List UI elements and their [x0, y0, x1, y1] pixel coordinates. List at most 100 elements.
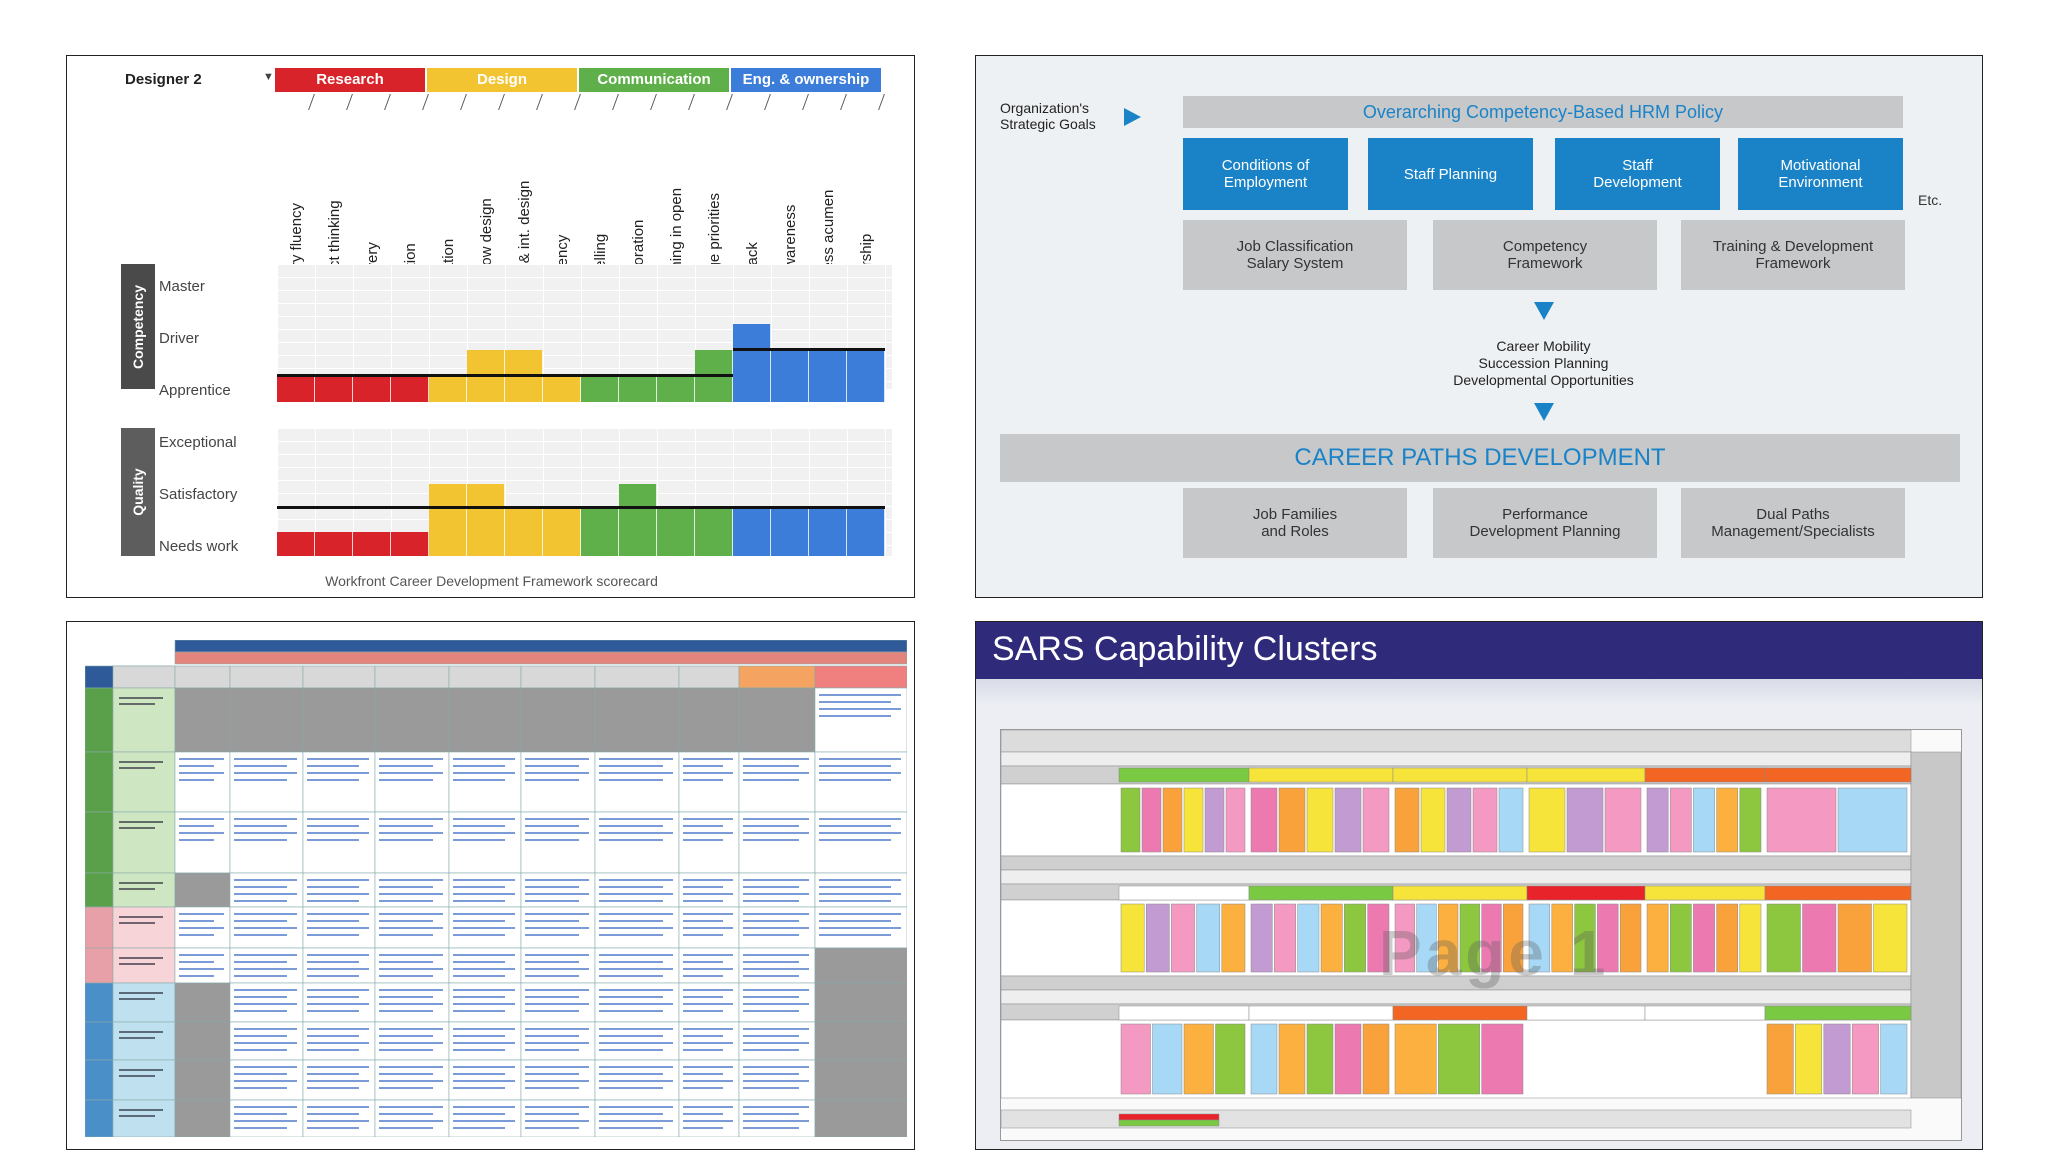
family-bar	[1619, 903, 1642, 973]
matrix-cell	[374, 872, 450, 908]
matrix-cell	[374, 687, 450, 753]
matrix-cell	[448, 982, 522, 1023]
staff-planning-box: Staff Planning	[1368, 138, 1533, 210]
dropdown-arrow-icon[interactable]: ▼	[263, 71, 274, 83]
scorecard-caption: Workfront Career Development Framework s…	[325, 573, 658, 589]
job-families-box: Job Families and Roles	[1183, 488, 1407, 558]
matrix-cell	[374, 1059, 450, 1101]
group-label	[85, 906, 114, 949]
family-bar	[1459, 903, 1480, 973]
matrix-cell	[738, 982, 816, 1023]
matrix-cell	[678, 872, 740, 908]
family-bar	[1503, 903, 1524, 973]
matrix-cell	[448, 872, 522, 908]
score-cell	[657, 508, 695, 532]
matrix-cell	[374, 1099, 450, 1137]
family-bar	[1278, 787, 1306, 853]
score-cell	[619, 508, 657, 532]
quality-section-label: Quality	[121, 428, 155, 556]
job-classification-box: Job Classification Salary System	[1183, 220, 1407, 290]
level-driver: Driver	[159, 330, 199, 347]
page-watermark: Page 1	[1379, 917, 1610, 989]
column-header	[594, 665, 680, 689]
matrix-cell	[302, 1099, 376, 1137]
column-header	[112, 665, 176, 689]
policy-banner: Overarching Competency-Based HRM Policy	[1183, 96, 1903, 128]
score-cell	[581, 532, 619, 556]
cluster-name	[1644, 1005, 1766, 1021]
score-cell	[543, 532, 581, 556]
cluster-name	[1526, 885, 1646, 901]
cluster-name	[1526, 1005, 1646, 1021]
score-cell	[505, 508, 543, 532]
matrix-cell	[448, 811, 522, 874]
matrix-cell	[229, 1099, 304, 1137]
strategic-goals-label: Organization's Strategic Goals	[1000, 100, 1096, 132]
matrix-cell	[520, 1021, 596, 1061]
cluster-name	[1248, 767, 1394, 783]
group-label	[85, 751, 114, 813]
target-line	[277, 506, 885, 509]
family-bar	[1739, 787, 1762, 853]
family-bar	[1183, 1023, 1214, 1095]
sars-capability-document: Page 1	[1000, 729, 1962, 1141]
score-cell	[467, 350, 505, 376]
family-bar	[1362, 787, 1390, 853]
family-bar	[1739, 903, 1762, 973]
family-bar	[1278, 1023, 1306, 1095]
matrix-cell	[448, 1099, 522, 1137]
row-label	[112, 947, 176, 984]
conditions-of-employment-box: Conditions of Employment	[1183, 138, 1348, 210]
family-bar	[1152, 1023, 1183, 1095]
group-label	[85, 687, 114, 753]
family-bar	[1221, 903, 1246, 973]
matrix-cell	[738, 947, 816, 984]
level-satisfactory: Satisfactory	[159, 486, 238, 503]
motivational-environment-box: Motivational Environment	[1738, 138, 1903, 210]
cluster-name	[1118, 767, 1250, 783]
table-band	[1000, 1109, 1912, 1129]
matrix-cell	[229, 687, 304, 753]
score-cell	[505, 532, 543, 556]
family-bar	[1362, 1023, 1390, 1095]
matrix-cell	[814, 687, 907, 753]
etc-label: Etc.	[1918, 192, 1943, 208]
matrix-cell	[302, 947, 376, 984]
score-cell	[733, 350, 771, 376]
matrix-cell	[594, 1021, 680, 1061]
matrix-cell	[174, 1099, 231, 1137]
matrix-cell	[174, 1059, 231, 1101]
group-label	[85, 1021, 114, 1061]
score-cell	[657, 532, 695, 556]
level-exceptional: Exceptional	[159, 434, 237, 451]
score-cell	[847, 350, 885, 376]
family-bar	[1162, 787, 1183, 853]
matrix-cell	[229, 1021, 304, 1061]
score-cell	[809, 532, 847, 556]
matrix-cell	[738, 751, 816, 813]
matrix-cell	[520, 1059, 596, 1101]
matrix-cell	[448, 687, 522, 753]
matrix-cell	[814, 1099, 907, 1137]
arrow-right-icon	[1124, 108, 1141, 126]
family-bar	[1250, 787, 1278, 853]
matrix-cell	[448, 1021, 522, 1061]
row-label	[112, 872, 176, 908]
designer-selector[interactable]: Designer 2	[125, 71, 202, 88]
matrix-cell	[594, 751, 680, 813]
performance-planning-box: Performance Development Planning	[1433, 488, 1657, 558]
functional-matrix-table	[85, 640, 907, 1137]
score-cell	[391, 532, 429, 556]
score-cell	[429, 484, 467, 508]
matrix-cell	[738, 1099, 816, 1137]
column-header	[229, 665, 304, 689]
competency-grid	[277, 264, 892, 389]
matrix-cell	[594, 1059, 680, 1101]
dual-paths-box: Dual Paths Management/Specialists	[1681, 488, 1905, 558]
matrix-cell	[520, 687, 596, 753]
cluster-name	[1118, 885, 1250, 901]
family-bar	[1823, 1023, 1851, 1095]
matrix-cell	[302, 1059, 376, 1101]
level-master: Master	[159, 278, 205, 295]
family-bar	[1334, 1023, 1362, 1095]
